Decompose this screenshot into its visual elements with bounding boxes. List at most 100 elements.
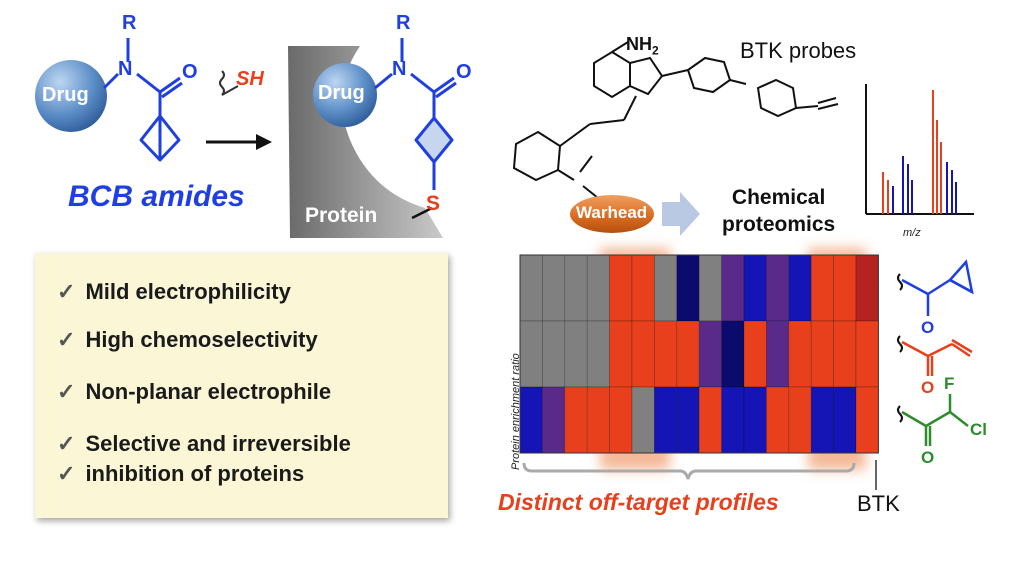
features-box: ✓ Mild electrophilicity ✓ High chemoselect… xyxy=(35,253,448,518)
feature-item: ✓ Non-planar electrophile xyxy=(57,379,331,405)
warhead-group xyxy=(570,192,700,236)
heatmap-cell xyxy=(743,320,767,388)
heatmap-cell xyxy=(586,386,610,454)
heatmap-cell xyxy=(609,320,633,388)
feature-text: Mild electrophilicity xyxy=(85,279,291,304)
heatmap-cell xyxy=(855,386,879,454)
acryl-o-label: O xyxy=(921,378,935,397)
reaction-arrow xyxy=(206,70,272,150)
r-label-1: R xyxy=(122,12,137,34)
btk-probes-title: BTK probes xyxy=(740,38,857,63)
chem-line-2: proteomics xyxy=(722,213,836,236)
heatmap-cell xyxy=(542,320,566,388)
heatmap-cell xyxy=(676,386,700,454)
heatmap-cell xyxy=(542,386,566,454)
heatmap-cell xyxy=(810,254,834,322)
heatmap-cell xyxy=(586,320,610,388)
heatmap xyxy=(519,254,879,454)
o-label-2: O xyxy=(456,61,472,83)
n-label-2: N xyxy=(392,58,407,80)
check-icon: ✓ xyxy=(57,461,76,486)
drug-ball-1 xyxy=(35,60,107,132)
heatmap-cell xyxy=(519,386,543,454)
acrylamide-warhead-structure xyxy=(897,335,973,376)
heatmap-cell xyxy=(788,320,812,388)
check-icon: ✓ xyxy=(57,279,76,304)
heatmap-cell xyxy=(721,386,745,454)
btk-label: BTK xyxy=(857,491,900,516)
heatmap-cell xyxy=(609,254,633,322)
bcb-warhead-structure xyxy=(897,259,974,316)
drug-label-1: Drug xyxy=(42,84,89,106)
heatmap-cell xyxy=(564,320,588,388)
bcb-o-label: O xyxy=(921,318,935,337)
heatmap-cell xyxy=(519,254,543,322)
heatmap-cell xyxy=(833,386,857,454)
heatmap-cell xyxy=(564,386,588,454)
heatmap-cell xyxy=(788,386,812,454)
heatmap-cell xyxy=(698,320,722,388)
heatmap-cell xyxy=(766,386,790,454)
bcb-amide-structure xyxy=(35,38,183,162)
cfa-f-label: F xyxy=(944,374,955,393)
warhead-label: Warhead xyxy=(576,203,648,222)
feature-text: Non-planar electrophile xyxy=(85,379,332,404)
heatmap-cell xyxy=(586,254,610,322)
check-icon: ✓ xyxy=(57,431,76,456)
heatmap-cell xyxy=(721,320,745,388)
heatmap-cell xyxy=(743,254,767,322)
mz-label: m/z xyxy=(903,227,921,239)
heatmap-cell xyxy=(855,254,879,322)
mass-spectrum xyxy=(865,84,974,215)
heatmap-cell xyxy=(855,320,879,388)
r-label-2: R xyxy=(396,12,411,34)
heatmap-cell xyxy=(519,320,543,388)
btk-probe-structure xyxy=(512,41,839,199)
check-icon: ✓ xyxy=(57,379,76,404)
heatmap-cell xyxy=(810,386,834,454)
heatmap-ylabel: Protein enrichment ratio xyxy=(510,353,522,470)
check-icon: ✓ xyxy=(57,327,76,352)
feature-text: High chemoselectivity xyxy=(85,327,318,352)
cfa-o-label: O xyxy=(921,448,935,467)
heatmap-cell xyxy=(564,254,588,322)
heatmap-cell xyxy=(788,254,812,322)
protein-shape xyxy=(288,38,457,238)
heatmap-cell xyxy=(542,254,566,322)
feature-text: Selective and irreversible xyxy=(85,431,351,456)
feature-item: ✓ inhibition of proteins xyxy=(57,461,304,487)
feature-item: ✓ High chemoselectivity xyxy=(57,327,318,353)
heatmap-cell xyxy=(631,320,655,388)
heatmap-cell xyxy=(609,386,633,454)
heatmap-cell xyxy=(654,320,678,388)
heatmap-cell xyxy=(698,386,722,454)
cfa-warhead-structure xyxy=(897,394,969,446)
feature-item: ✓ Mild electrophilicity xyxy=(57,279,291,305)
heatmap-cell xyxy=(810,320,834,388)
nh2-label: NH2 xyxy=(626,34,659,58)
heatmap-cell xyxy=(766,254,790,322)
protein-label: Protein xyxy=(305,204,378,227)
heatmap-cell xyxy=(833,320,857,388)
heatmap-cell xyxy=(631,254,655,322)
s-label: S xyxy=(426,192,441,215)
heatmap-cell xyxy=(654,254,678,322)
feature-text: inhibition of proteins xyxy=(85,461,305,486)
distinct-profiles-label: Distinct off-target profiles xyxy=(498,489,779,515)
heatmap-cell xyxy=(676,320,700,388)
heatmap-bracket xyxy=(522,460,877,490)
heatmap-cell xyxy=(766,320,790,388)
drug-label-2: Drug xyxy=(318,82,365,104)
bcb-amides-title: BCB amides xyxy=(68,180,245,213)
heatmap-cell xyxy=(654,386,678,454)
heatmap-frame xyxy=(519,254,879,454)
feature-item: ✓ Selective and irreversible xyxy=(57,431,351,457)
heatmap-cell xyxy=(698,254,722,322)
heatmap-cell xyxy=(631,386,655,454)
chem-line-1: Chemical xyxy=(731,186,826,209)
chemical-proteomics-label: Chemical proteomics xyxy=(722,184,835,238)
cfa-cl-label: Cl xyxy=(970,420,987,439)
warhead-ellipse xyxy=(570,195,654,233)
